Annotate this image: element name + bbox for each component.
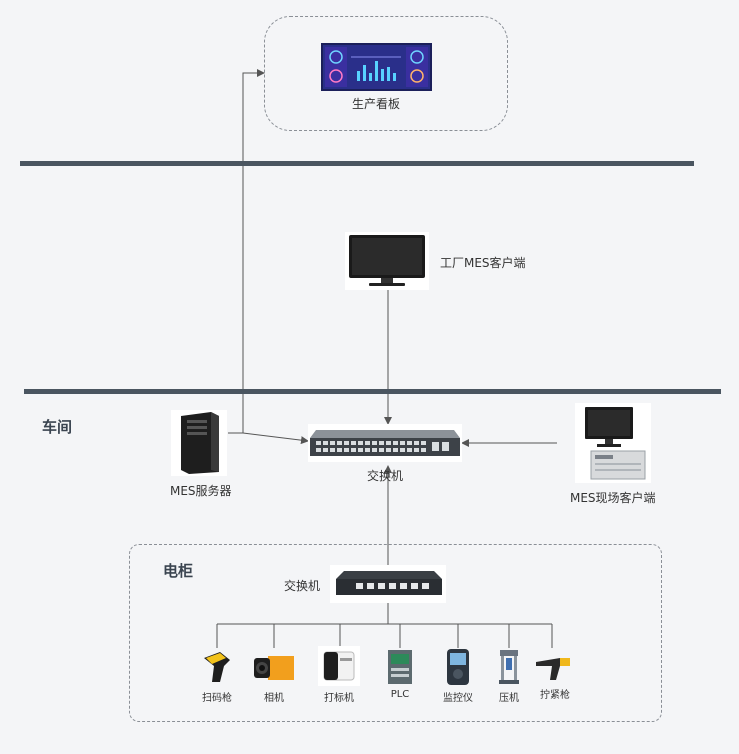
server-to-switch-line [228, 432, 309, 445]
tightening-gun-icon [534, 648, 576, 684]
device-label-scanner: 扫码枪 [202, 693, 232, 704]
barcode-scanner-icon [198, 648, 236, 686]
monitor-icon [345, 232, 429, 290]
server-tower-icon [171, 410, 227, 476]
marking-machine-icon [318, 646, 360, 686]
camera-icon [250, 648, 298, 686]
dashboard-label: 生产看板 [352, 97, 401, 111]
server-label: MES服务器 [170, 484, 232, 498]
dashboard-screen-icon [321, 43, 432, 91]
press-icon [496, 648, 522, 686]
small-switch-icon [330, 565, 446, 603]
device-label-tightening-gun: 拧紧枪 [540, 690, 570, 701]
workshop-divider [24, 389, 721, 394]
top-divider [20, 161, 694, 166]
workshop-title: 车间 [42, 418, 73, 436]
server-to-dashboard-line [242, 69, 265, 433]
field-client-label: MES现场客户端 [570, 491, 656, 505]
dashboard-zone [264, 16, 508, 131]
device-label-camera: 相机 [264, 693, 284, 704]
factory-client-label: 工厂MES客户端 [440, 256, 526, 270]
cabinet-switch-label: 交换机 [284, 579, 321, 593]
plc-icon [386, 648, 414, 686]
main-switch-label: 交换机 [367, 469, 404, 483]
monitor-device-icon [444, 648, 472, 686]
device-label-press: 压机 [499, 693, 519, 704]
cabinet-zone [129, 544, 662, 722]
device-label-plc: PLC [390, 689, 410, 700]
cabinet-title: 电柜 [163, 562, 194, 580]
network-switch-icon [308, 424, 462, 462]
industrial-pc-icon [575, 403, 651, 483]
device-label-monitor: 监控仪 [443, 693, 473, 704]
device-label-marker: 打标机 [324, 693, 354, 704]
